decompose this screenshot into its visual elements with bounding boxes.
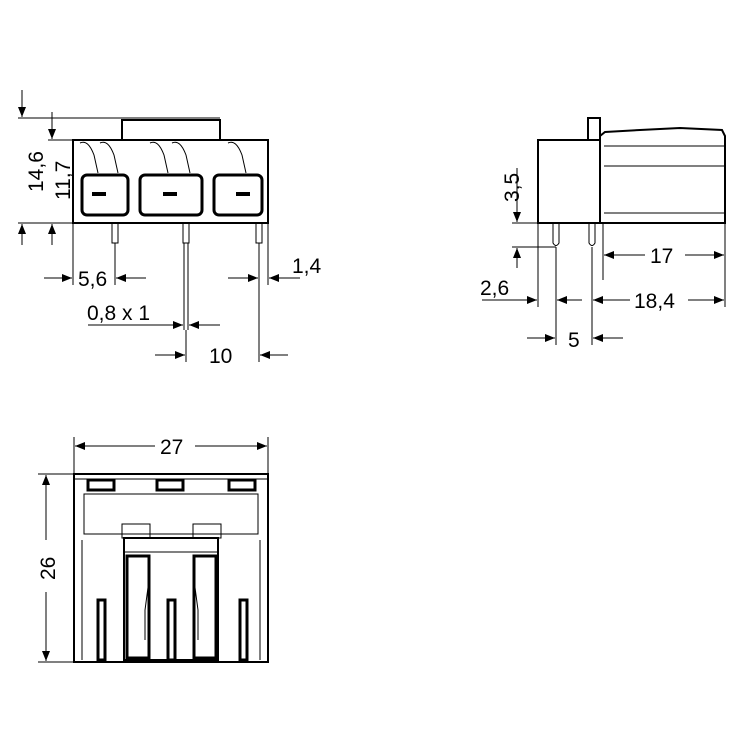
dim-pin-offset-left: 5,6 — [78, 268, 107, 291]
dim-overall-height: 14,6 — [25, 151, 48, 192]
dim-pin-size: 0,8 x 1 — [87, 302, 150, 325]
dim-depth-rear: 17 — [650, 245, 673, 268]
side-pins — [552, 223, 596, 246]
bottom-view: 27 26 — [37, 436, 269, 663]
dim-width: 27 — [160, 436, 183, 459]
dim-body-height: 11,7 — [52, 161, 75, 200]
top-release-caps — [121, 119, 221, 143]
bottom-dimensions: 27 26 — [37, 436, 269, 663]
front-dimensions: 14,6 11,7 5,6 1,4 0,8 x 1 10 — [18, 90, 322, 368]
dim-pin-length: 3,5 — [501, 173, 524, 202]
side-view: 3,5 17 18,4 2,6 5 — [480, 117, 726, 352]
front-body — [72, 139, 269, 224]
dim-depth-total: 18,4 — [634, 290, 675, 313]
dim-pin-spacing: 5 — [568, 329, 580, 352]
dim-front-offset: 2,6 — [480, 277, 509, 300]
front-view: 14,6 11,7 5,6 1,4 0,8 x 1 10 — [18, 90, 322, 368]
side-rear-body — [599, 126, 726, 224]
side-dimensions: 3,5 17 18,4 2,6 5 — [480, 168, 726, 352]
dim-depth: 26 — [37, 557, 60, 580]
terminal-slots — [79, 141, 264, 217]
side-front-body — [537, 139, 601, 224]
side-release-button — [587, 117, 601, 141]
dim-pitch: 10 — [209, 345, 232, 368]
pins — [72, 222, 269, 362]
dim-pin-offset-right: 1,4 — [292, 255, 322, 278]
